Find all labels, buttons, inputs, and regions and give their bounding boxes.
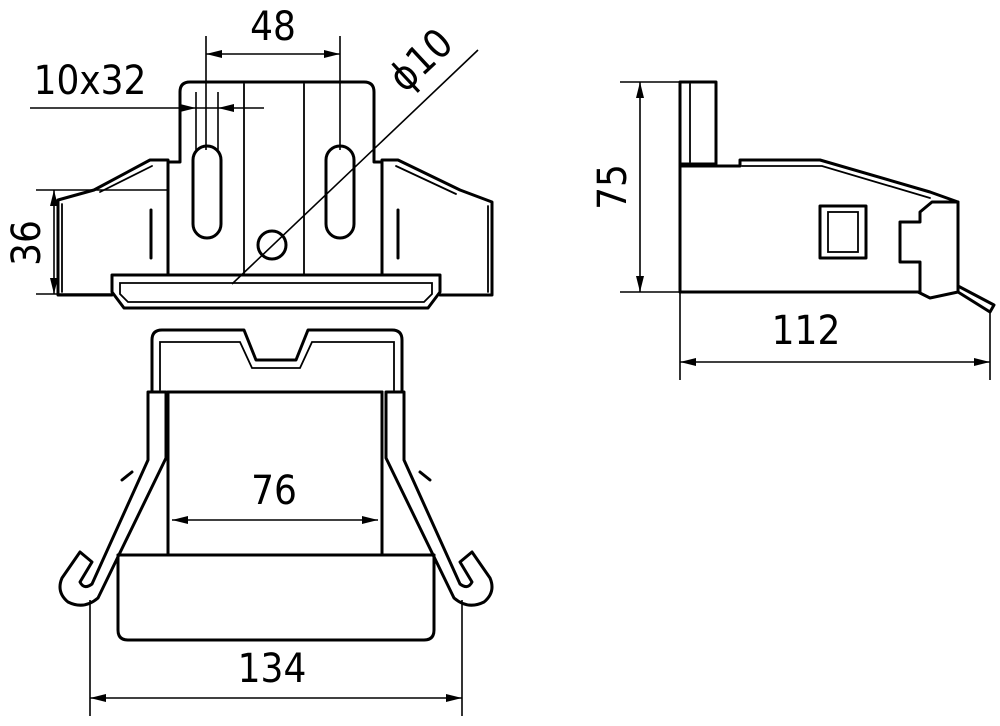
wing-left-detail — [61, 165, 153, 293]
side-body-top — [741, 165, 931, 199]
dim-134-label: 134 — [238, 646, 307, 692]
wing-left — [56, 158, 170, 297]
spring-arm-left-tab — [120, 470, 134, 482]
spring-arm-right — [384, 390, 494, 607]
dim-48-label: 48 — [250, 4, 296, 50]
side-latch — [818, 204, 868, 260]
side-upright — [678, 80, 718, 166]
dim-36-label: 36 — [4, 220, 50, 266]
housing — [116, 553, 436, 642]
dim-hole-leader — [231, 49, 479, 285]
top-strap-inner — [159, 341, 395, 391]
dim-10x32-label: 10x32 — [34, 58, 147, 104]
base-plate — [110, 273, 442, 310]
upright-bracket — [166, 80, 384, 277]
slot-left — [191, 144, 223, 240]
spring-arm-left — [58, 390, 168, 607]
dim-75-label: 75 — [590, 164, 636, 210]
dim-76-label: 76 — [251, 468, 297, 514]
dim-hole-label: ϕ10 — [380, 20, 462, 101]
side-tab — [898, 200, 960, 294]
wing-right-detail — [395, 165, 489, 293]
base-plate-inner — [119, 282, 433, 303]
slot-right — [324, 144, 356, 240]
side-spring — [956, 284, 996, 314]
dimensions: 48 10x32 ϕ10 36 75 112 — [4, 4, 991, 716]
hole — [256, 229, 288, 261]
side-latch-inner — [827, 211, 859, 253]
spring-arm-right-tab — [418, 470, 432, 482]
front-view — [56, 80, 494, 310]
dim-112-label: 112 — [772, 308, 841, 354]
side-view — [678, 80, 996, 314]
wing-right — [380, 158, 494, 297]
top-strap — [150, 328, 404, 392]
